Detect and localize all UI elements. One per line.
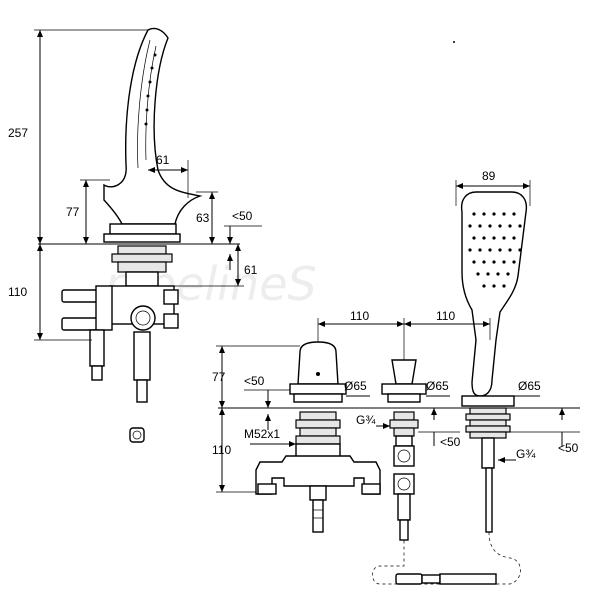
hose-connector-right xyxy=(439,573,497,585)
dim-61-top: 61 xyxy=(156,153,170,167)
mixer-handle xyxy=(297,341,339,385)
left-dimensions: 257 77 61 63 <50 61 110 xyxy=(8,29,262,341)
hose-connector-left xyxy=(395,573,423,585)
handshower-nozzles xyxy=(468,212,522,288)
dim-110-mixer: 110 xyxy=(212,443,231,457)
dim-g34-holder: G¾ xyxy=(516,447,536,461)
loose-nut xyxy=(129,427,145,443)
dim-lt50-holder: <50 xyxy=(558,441,579,455)
dim-m52x1: M52x1 xyxy=(244,427,280,441)
dim-77-mixer: 77 xyxy=(212,370,226,384)
dim-89: 89 xyxy=(482,169,496,183)
diverter-knob xyxy=(391,359,417,385)
dim-d65-diverter: Ø65 xyxy=(426,379,449,393)
dim-g34-diverter: G¾ xyxy=(356,413,376,427)
dim-257: 257 xyxy=(8,126,28,140)
holder-dimensions: Ø65 G¾ <50 xyxy=(498,379,580,463)
dim-110-spacing-1: 110 xyxy=(350,309,369,323)
mixer-assembly xyxy=(255,341,381,533)
dim-d65-mixer: Ø65 xyxy=(344,379,367,393)
handshower xyxy=(460,191,528,533)
dim-lt50-diverter: <50 xyxy=(440,435,461,449)
dim-lt50-left: <50 xyxy=(232,209,253,223)
spout-assembly xyxy=(38,27,240,443)
dim-110-spacing-2: 110 xyxy=(436,309,455,323)
diverter-dimensions: Ø65 G¾ <50 xyxy=(356,379,461,449)
handshower-holder xyxy=(461,395,515,407)
spout-spray-dots xyxy=(144,53,157,126)
dim-63: 63 xyxy=(196,211,210,225)
mixer-dimensions: 77 <50 Ø65 110 M52x1 xyxy=(212,345,370,493)
dim-d65-holder: Ø65 xyxy=(518,379,541,393)
dim-77: 77 xyxy=(66,205,80,219)
spout-body xyxy=(103,27,203,225)
dim-lt50-mixer: <50 xyxy=(244,374,265,388)
handshower-head xyxy=(460,191,528,397)
diverter-assembly xyxy=(381,359,427,541)
dim-61-side: 61 xyxy=(244,263,258,277)
shower-hose xyxy=(372,531,521,585)
dim-110-left: 110 xyxy=(8,285,27,299)
spout-rosette xyxy=(109,223,177,235)
